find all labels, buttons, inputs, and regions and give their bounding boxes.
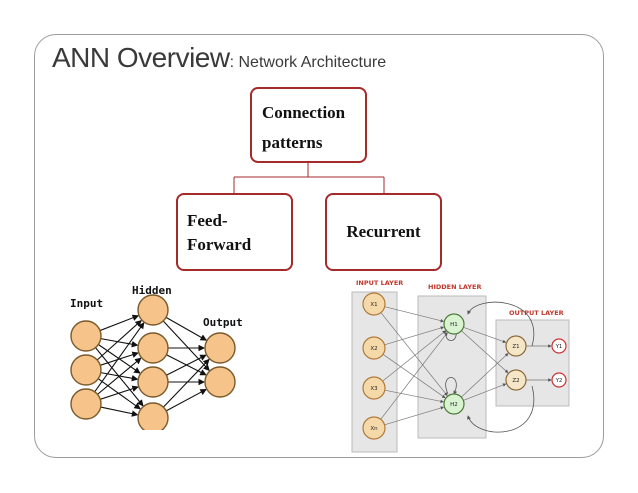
rec-input-node: X3 (362, 376, 386, 400)
rec-y-node: Y2 (551, 372, 567, 388)
ff-input-node (70, 388, 102, 420)
recurrent-box: Recurrent (325, 193, 442, 271)
rec-input-node: Xn (362, 416, 386, 440)
ff-input-node (70, 320, 102, 352)
rec-y-node-label: Y2 (555, 378, 563, 384)
ff-input-label: Input (70, 297, 103, 310)
rec-input-node-label: X1 (370, 302, 377, 308)
ff-hidden-node (137, 294, 169, 326)
rec-input-node: X2 (362, 336, 386, 360)
ff-hidden-output-edge (162, 320, 210, 372)
ff-hidden-output-edge (165, 389, 207, 412)
recurrent-network-diagram: INPUT LAYER HIDDEN LAYER OUTPUT LAYER X1… (351, 279, 570, 453)
ff-input-hidden-edge (100, 338, 139, 348)
ff-input-hidden-edge (99, 314, 140, 332)
title-subtitle: : Network Architecture (229, 54, 387, 71)
h2-self-loop (445, 377, 458, 395)
recurrent-label: Recurrent (346, 222, 421, 241)
rec-output-node-label: Z2 (512, 378, 519, 384)
ff-hidden-node (137, 332, 169, 364)
input-layer-label: INPUT LAYER (356, 279, 403, 287)
ff-label-line2: Forward (187, 235, 252, 254)
ff-hidden-output-edge (162, 358, 210, 408)
ff-input-hidden-edge (94, 322, 145, 393)
rec-input-node-label: Xn (370, 426, 378, 432)
rec-hidden-node: H2 (443, 393, 465, 415)
ff-input-node (70, 354, 102, 386)
rec-input-hidden-edge (384, 389, 444, 404)
feedforward-network-diagram: Input Hidden Output (70, 284, 243, 430)
rec-input-hidden-edge (382, 330, 446, 382)
ff-input-hidden-edge (97, 357, 142, 395)
rec-output-node: Z1 (505, 335, 527, 357)
rec-input-node-label: X3 (370, 386, 378, 392)
slide-title: ANN Overview: Network Architecture (52, 42, 386, 74)
title-main: ANN Overview (52, 42, 230, 73)
ff-input-hidden-edge (100, 351, 139, 366)
rec-hidden-output-edge (463, 383, 507, 401)
rec-y-node-label: Y1 (555, 344, 563, 350)
output-layer-label: OUTPUT LAYER (509, 309, 564, 317)
ff-output-label: Output (203, 316, 243, 329)
ff-label-line1: Feed- (187, 211, 228, 230)
rec-hidden-node-label: H2 (450, 402, 458, 408)
rec-hidden-output-edge (461, 330, 509, 374)
rec-input-hidden-edge (384, 306, 445, 323)
ff-hidden-node (137, 366, 169, 398)
rec-y-node: Y1 (551, 338, 567, 354)
rec-hidden-output-edge (463, 327, 507, 344)
root-label-line2: patterns (262, 133, 323, 152)
rec-input-hidden-edge (384, 326, 445, 346)
rec-output-node: Z2 (505, 369, 527, 391)
rec-output-node-label: Z1 (512, 344, 519, 350)
slide-frame (34, 34, 604, 458)
rec-hidden-output-edge (461, 353, 509, 398)
ff-hidden-label: Hidden (132, 284, 172, 297)
ff-input-hidden-edge (96, 319, 142, 361)
rec-hidden-node-label: H1 (450, 322, 458, 328)
ff-output-node (204, 366, 236, 398)
rec-input-hidden-edge (384, 406, 445, 426)
rec-hidden-node: H1 (443, 313, 465, 335)
rec-input-hidden-edge (380, 312, 448, 396)
ff-input-hidden-edge (100, 385, 139, 400)
feed-forward-box: Feed- Forward (176, 193, 293, 271)
z2-feedback-loop (467, 385, 535, 433)
hidden-layer-label: HIDDEN LAYER (428, 283, 482, 291)
ff-hidden-output-edge (165, 316, 208, 341)
ff-output-node (204, 332, 236, 364)
rec-input-node: X1 (362, 292, 386, 316)
ff-hidden-output-edge (166, 354, 207, 376)
rec-input-hidden-edge (380, 332, 448, 420)
connection-patterns-box: Connection patterns (250, 87, 367, 163)
ff-hidden-node (137, 402, 169, 430)
z1-feedback-loop (467, 301, 535, 347)
rec-input-node-label: X2 (370, 346, 377, 352)
root-label-line1: Connection (262, 103, 346, 122)
ff-input-hidden-edge (100, 406, 139, 417)
output-layer-panel (495, 319, 570, 407)
